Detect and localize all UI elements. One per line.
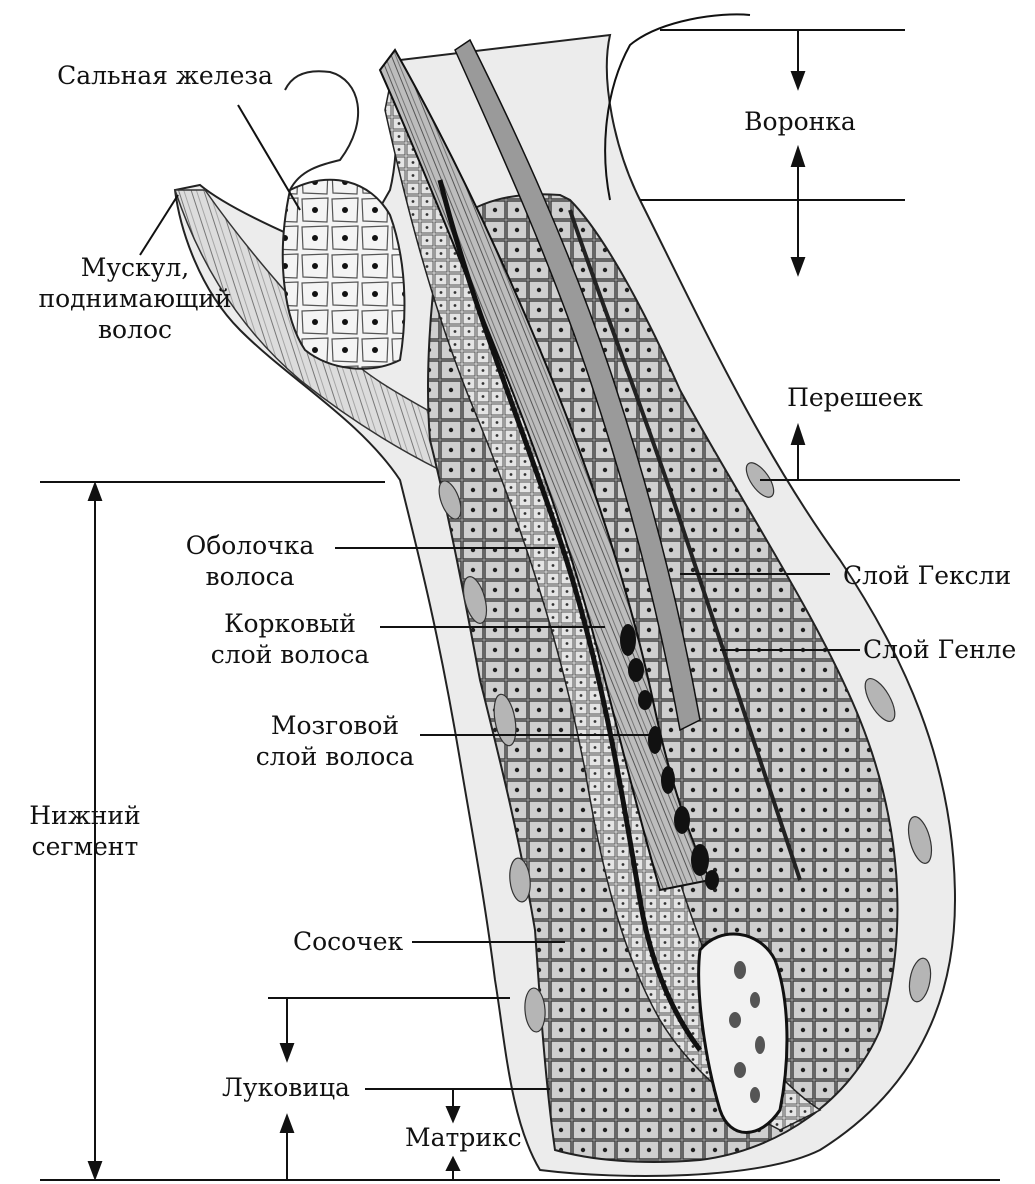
label-infundibulum: Воронка [730,106,870,137]
label-arrector-muscle: Мускул, поднимающий волос [20,252,250,345]
label-huxley-layer: Слой Гексли [843,560,1011,591]
sebaceous-gland [283,180,405,369]
label-lower-segment-line1: Нижний [20,800,150,831]
sebaceous-duct [285,71,358,190]
label-hair-cuticle: Оболочка волоса [175,530,325,592]
label-matrix: Матрикс [405,1122,522,1153]
label-arrector-muscle-line1: Мускул, [20,252,250,283]
label-medulla-line1: Мозговой [245,710,425,741]
label-cortex-line2: слой волоса [200,639,380,670]
label-henle-layer: Слой Генле [863,634,1016,665]
label-arrector-muscle-line3: волос [20,314,250,345]
label-medulla: Мозговой слой волоса [245,710,425,772]
label-hair-cuticle-line2: волоса [175,561,325,592]
label-hair-cuticle-line1: Оболочка [175,530,325,561]
label-arrector-muscle-line2: поднимающий [20,283,250,314]
label-medulla-line2: слой волоса [245,741,425,772]
label-bulb: Луковица [222,1072,350,1103]
label-papilla: Сосочек [293,926,403,957]
label-isthmus: Перешеек [780,382,930,413]
label-cortex-line1: Корковый [200,608,380,639]
label-lower-segment-line2: сегмент [20,831,150,862]
label-sebaceous-gland: Сальная железа [50,60,280,91]
label-cortex: Корковый слой волоса [200,608,380,670]
label-lower-segment: Нижний сегмент [20,800,150,862]
